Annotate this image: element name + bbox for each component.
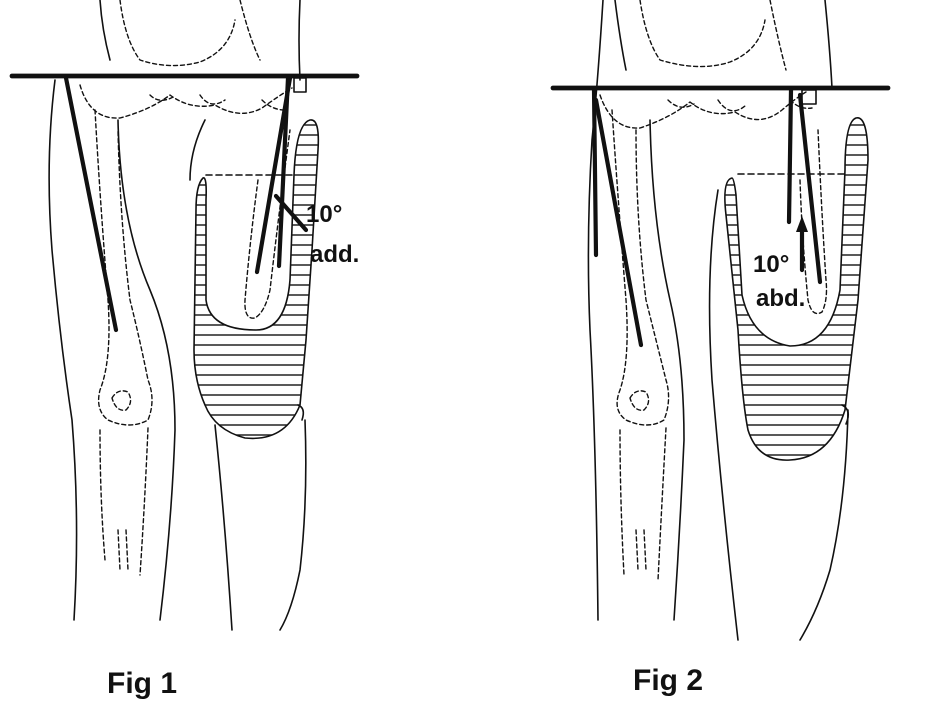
fig-1-angle-indicator: [273, 193, 309, 233]
fig-2-angle-arrowhead: [796, 216, 808, 232]
fig-1-caption: Fig 1: [107, 667, 177, 700]
fig-2-angle-label: 10°: [753, 251, 789, 278]
fig-2-knee-tab: [841, 404, 850, 425]
fig-2-femoral-axis-line: [797, 92, 823, 285]
fig-2-motion-label: abd.: [756, 285, 805, 312]
fig-2-left-femur-bone: [611, 109, 670, 426]
fig-2-right-leg-outline: [799, 409, 849, 641]
fig-1-motion-label: add.: [310, 241, 359, 268]
fig-1-socket-hatching: [194, 119, 319, 439]
fig-1-right-leg-outline: [279, 419, 307, 631]
fig-1-torso-outline: [99, 0, 301, 81]
fig-1-right-angle-marker: [293, 77, 307, 93]
fig-1-knee-tab: [297, 404, 305, 421]
fig-1-inner-leg-line: [214, 424, 233, 631]
fig-1-left-tibia-bone: [99, 390, 149, 576]
fig-2-left-leg-inner-outline: [649, 119, 685, 621]
fig-2-inner-leg-line: [708, 189, 739, 641]
fig-1-left-femur-bone: [94, 109, 153, 426]
fig-2-caption: Fig 2: [633, 664, 703, 697]
fig-2-pelvis-bone: [599, 0, 807, 129]
fig-1-angle-label: 10°: [306, 201, 342, 228]
fig-2-left-tibia-bone: [619, 390, 667, 581]
fig-2-torso-outline: [614, 0, 833, 89]
fig-2-diagram: 10° abd. Fig 2: [550, 0, 891, 697]
fig-2-vertical-plumb-line: [786, 87, 794, 225]
fig-1-pelvis-bone: [79, 0, 293, 119]
fig-2-left-mechanical-axis: [591, 87, 599, 258]
fig-2-right-angle-marker: [801, 89, 817, 105]
fig-2-left-femur-axis: [593, 97, 644, 348]
fig-1-diagram: 10° add. Fig 1: [9, 0, 360, 700]
fig-1-left-leg-inner-outline: [117, 119, 176, 621]
fig-1-left-mechanical-axis: [63, 75, 119, 333]
fig-1-left-leg-outline: [48, 79, 78, 621]
fig-1-femoral-axis-line: [254, 75, 293, 275]
fig-1-stump-outline: [189, 119, 206, 181]
